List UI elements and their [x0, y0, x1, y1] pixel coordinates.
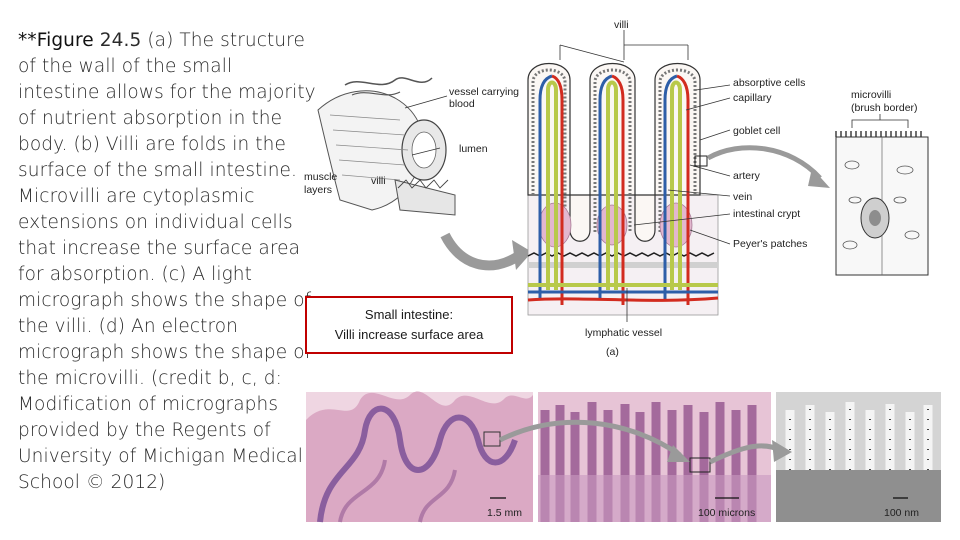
callout-line-2: Villi increase surface area [334, 327, 484, 342]
label-blood: blood [449, 98, 475, 110]
arrow-to-villi-icon [440, 232, 532, 271]
arrow-b-to-c-icon [498, 419, 690, 462]
label-peyers-patches: Peyer's patches [733, 238, 807, 250]
callout-box: Small intestine: Villi increase surface … [305, 296, 513, 354]
label-brush-border: (brush border) [851, 102, 918, 114]
label-lymphatic-vessel: lymphatic vessel [585, 327, 662, 339]
label-layers: layers [304, 184, 332, 196]
figure-label: **Figure [18, 30, 94, 51]
scale-c: 100 microns [698, 507, 755, 519]
callout-line-1: Small intestine: [364, 307, 454, 322]
label-artery: artery [733, 170, 761, 182]
label-lumen: lumen [459, 143, 488, 155]
label-microvilli: microvilli [851, 89, 891, 101]
intestine-tube-sketch [317, 77, 456, 216]
figure-caption: **Figure 24.5 (a) The structure of the w… [18, 28, 318, 496]
figure-number: 24.5 [99, 30, 142, 51]
microvilli-cell [835, 114, 929, 276]
micrograph-c [538, 392, 771, 522]
scale-d: 100 nm [884, 507, 919, 519]
label-panel-a: (a) [606, 346, 619, 358]
label-absorptive-cells: absorptive cells [733, 77, 805, 89]
arrow-c-to-d-icon [708, 440, 792, 465]
label-goblet-cell: goblet cell [733, 125, 780, 137]
label-muscle: muscle [304, 171, 337, 183]
label-vessel-carrying: vessel carrying [449, 86, 519, 98]
caption-body: (a) The structure of the wall of the sma… [18, 30, 316, 493]
label-vein: vein [733, 191, 752, 203]
micrograph-b [306, 391, 533, 523]
scale-b: 1.5 mm [487, 507, 522, 519]
label-intestinal-crypt: intestinal crypt [733, 208, 800, 220]
label-villi-left: villi [371, 175, 386, 187]
label-villi-top: villi [614, 19, 629, 31]
villi-diagram [527, 30, 731, 322]
arrow-to-microvilli-icon [706, 145, 830, 188]
label-capillary: capillary [733, 92, 772, 104]
micrograph-d [776, 392, 941, 522]
